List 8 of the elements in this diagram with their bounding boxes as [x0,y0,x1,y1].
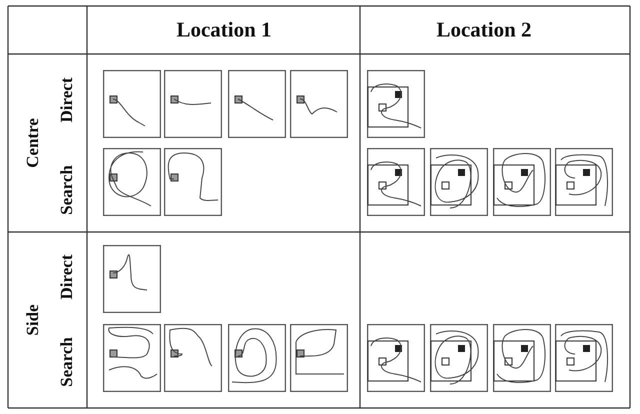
row-subheader: Search [57,337,77,387]
column-header: Location 1 [176,18,272,42]
column-header: Location 2 [436,18,532,42]
row-header: Centre [23,118,43,168]
row-subheader: Search [57,165,77,215]
row-subheader: Direct [57,78,77,122]
row-header: Side [23,304,43,336]
row-subheader: Direct [57,254,77,300]
